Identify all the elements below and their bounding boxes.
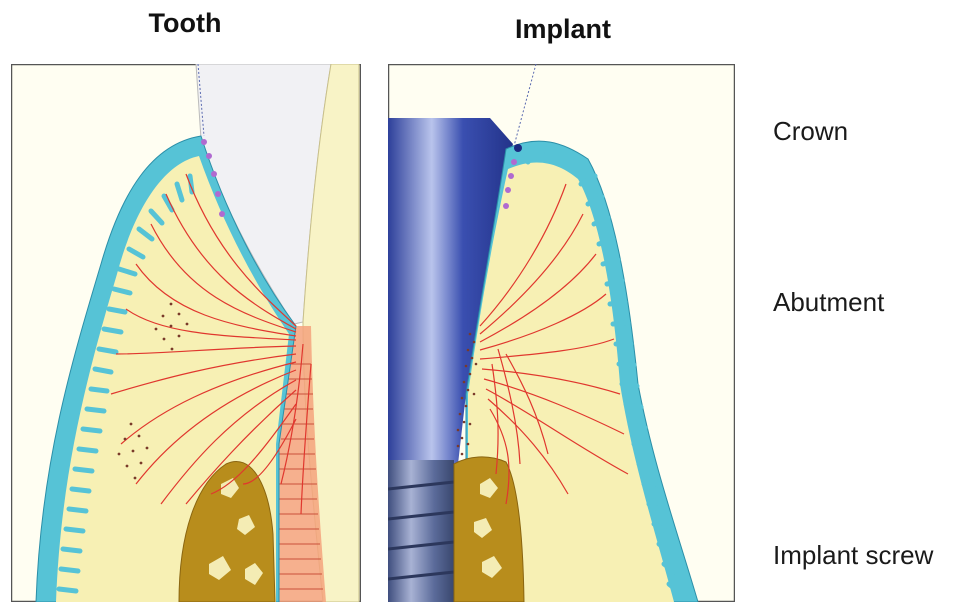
tooth-title: Tooth — [110, 8, 260, 39]
implant-screw-label: Implant screw — [773, 540, 933, 571]
abutment-label: Abutment — [773, 287, 884, 318]
crown-label: Crown — [773, 116, 848, 147]
implant-diagram-panel — [388, 64, 735, 602]
implant-title: Implant — [488, 14, 638, 45]
implant-screw — [388, 460, 454, 602]
tooth-diagram-panel — [11, 64, 361, 602]
sulcus-tip — [514, 144, 522, 152]
